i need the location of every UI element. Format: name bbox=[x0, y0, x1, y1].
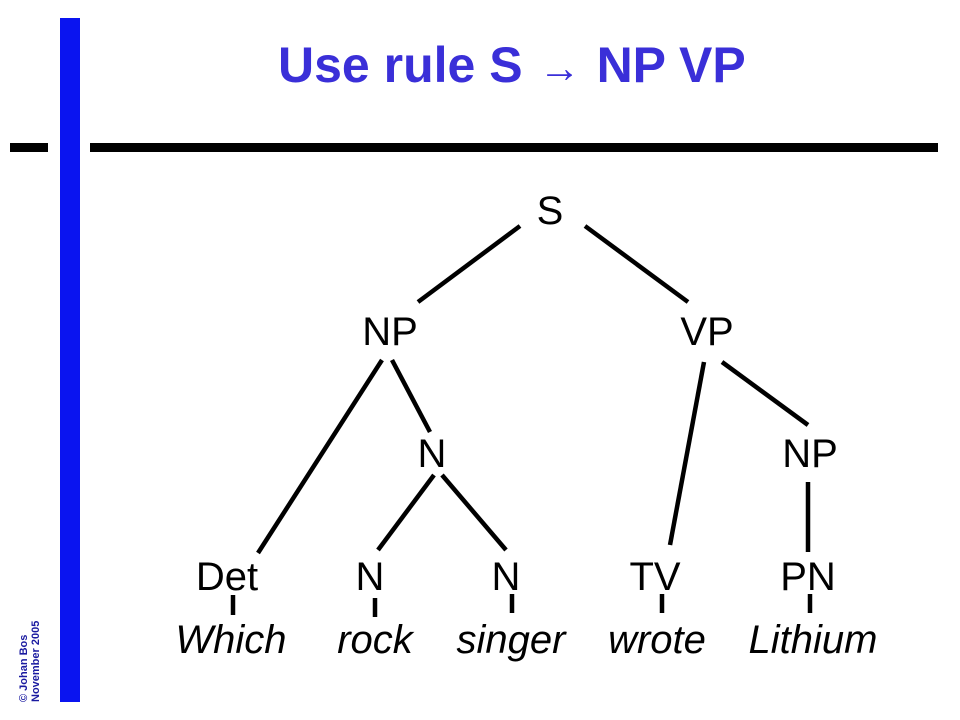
word-which: Which bbox=[175, 618, 286, 662]
slide-title: Use rule S → NP VP bbox=[278, 40, 746, 90]
title-suffix: NP VP bbox=[596, 37, 746, 93]
node-n-singer: N bbox=[492, 555, 521, 599]
arrow-icon: → bbox=[538, 44, 581, 91]
node-pn: PN bbox=[780, 555, 836, 599]
edge-n-n-rock bbox=[376, 473, 436, 552]
node-np-subject: NP bbox=[362, 310, 418, 354]
node-vp: VP bbox=[680, 310, 733, 354]
word-singer: singer bbox=[457, 618, 568, 662]
word-wrote: wrote bbox=[608, 618, 706, 662]
edge-np-n bbox=[390, 358, 432, 434]
node-n-rock: N bbox=[356, 555, 385, 599]
sidebar-accent-bar bbox=[60, 18, 80, 702]
edge-s-np bbox=[416, 224, 522, 304]
word-lithium: Lithium bbox=[749, 618, 878, 662]
node-np-object: NP bbox=[782, 432, 838, 476]
edge-vp-tv bbox=[667, 361, 707, 546]
node-det: Det bbox=[196, 555, 258, 599]
word-rock: rock bbox=[337, 618, 415, 662]
edge-vp-np bbox=[720, 360, 810, 427]
title-rule-left bbox=[10, 143, 48, 152]
edge-s-vp bbox=[583, 224, 690, 304]
node-tv: TV bbox=[629, 555, 680, 599]
edge-n-n-singer bbox=[440, 473, 508, 552]
edge-np-det bbox=[256, 358, 384, 555]
node-n-compound: N bbox=[418, 432, 447, 476]
title-prefix: Use rule S bbox=[278, 37, 523, 93]
title-rule bbox=[90, 143, 938, 152]
node-s: S bbox=[537, 189, 564, 233]
